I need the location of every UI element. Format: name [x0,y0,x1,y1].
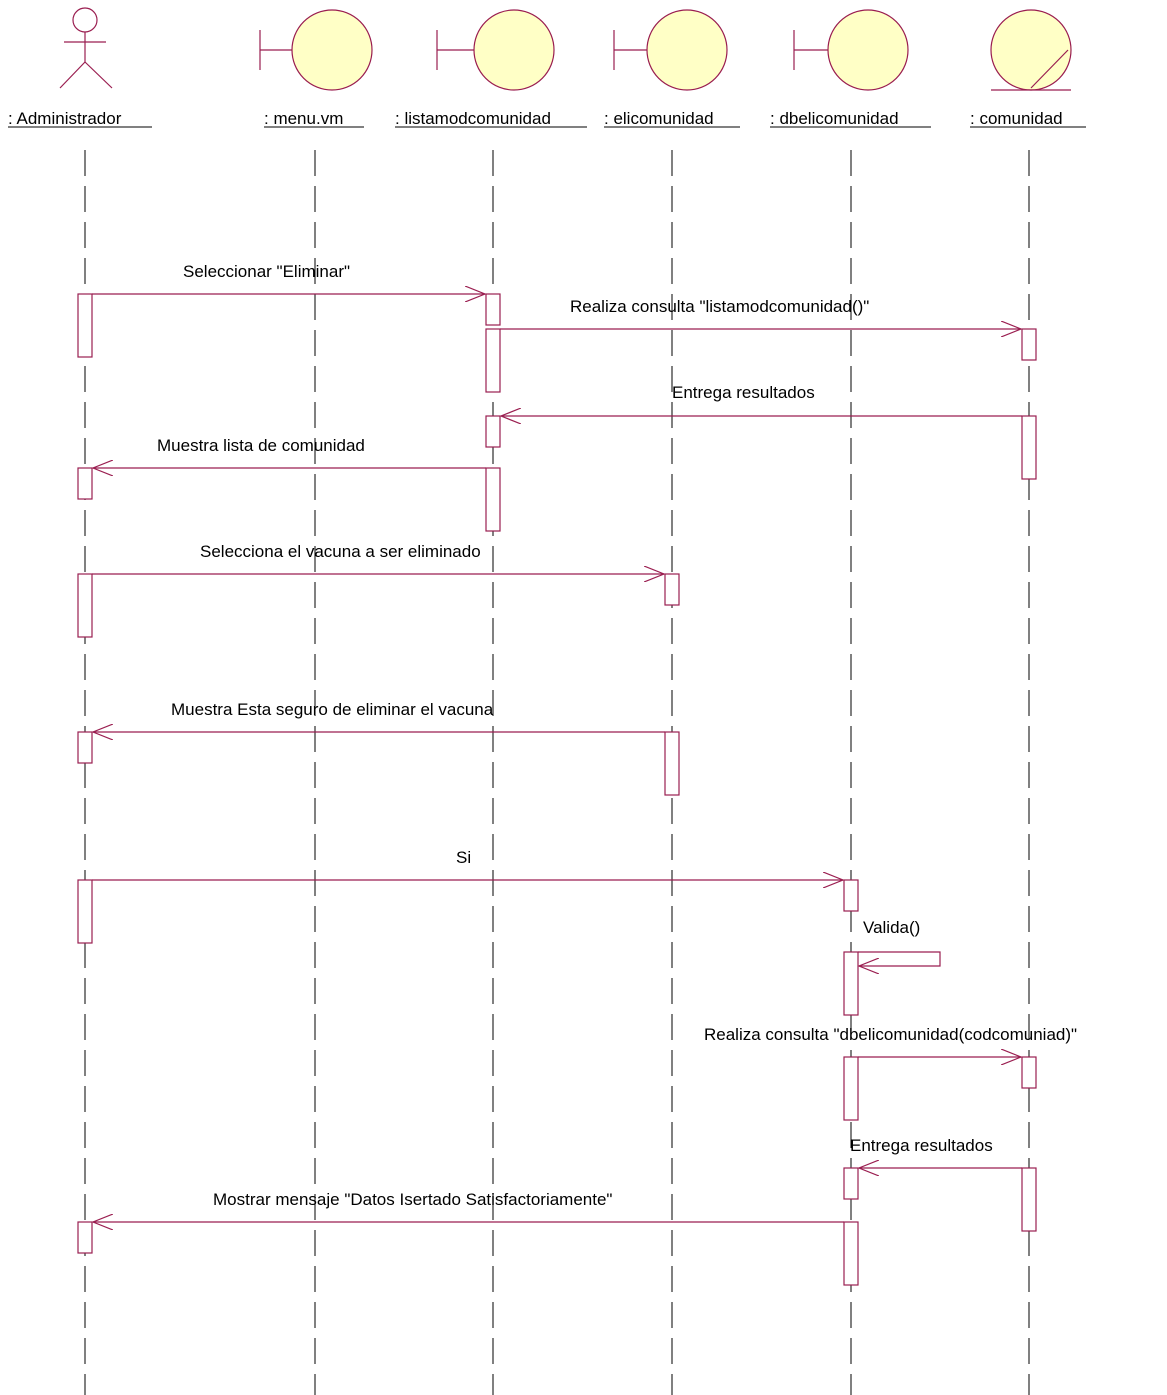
activation-bar [843,1221,859,1286]
message-labels: Seleccionar "Eliminar" Realiza consulta … [157,262,1077,1209]
message-label: Seleccionar "Eliminar" [183,262,350,281]
activation-bar [1021,1056,1037,1089]
activation-bar [77,731,93,764]
message-label: Entrega resultados [850,1136,993,1155]
message-label: Muestra Esta seguro de eliminar el vacun… [171,700,494,719]
activation-bar [77,573,93,638]
activation-bar [485,415,501,448]
activation-bar [77,879,93,944]
activation-bar [1021,1167,1037,1232]
message-label: Entrega resultados [672,383,815,402]
activation-bar [664,573,680,606]
boundary-icon [613,9,728,91]
participant-label-administrador: : Administrador [8,109,122,128]
activation-bar [77,293,93,358]
activation-bar [1021,415,1037,480]
activation-bar [77,467,93,500]
participant-label-menu: : menu.vm [264,109,343,128]
activation-bar [485,467,501,532]
message-label: Selecciona el vacuna a ser eliminado [200,542,481,561]
message-label: Mostrar mensaje "Datos Isertado Satisfac… [213,1190,612,1209]
activation-bar [843,1167,859,1200]
message-label: Si [456,848,471,867]
boundary-icon [793,9,909,91]
activation-bars [77,293,1037,1286]
self-message-arrow [858,951,941,966]
message-arrows [92,294,1022,1222]
boundary-icon [259,9,373,91]
message-label: Muestra lista de comunidad [157,436,365,455]
activation-bar [843,1056,859,1121]
participant-label-listamod: : listamodcomunidad [395,109,551,128]
activation-bar [77,1221,93,1254]
participant-label-dbelicom: : dbelicomunidad [770,109,899,128]
activation-bar [485,328,501,393]
activation-bar [1021,328,1037,361]
message-label: Realiza consulta "listamodcomunidad()" [570,297,869,316]
participant-labels: : Administrador : menu.vm : listamodcomu… [8,109,1086,128]
boundary-icon [436,9,555,91]
entity-icon [990,9,1072,91]
message-label: Realiza consulta "dbelicomunidad(codcomu… [704,1025,1077,1044]
activation-bar [485,293,501,326]
participant-label-elicom: : elicomunidad [604,109,714,128]
actor-icon [59,7,113,89]
message-label: Valida() [863,918,920,937]
activation-bar [664,731,680,796]
activation-bar [843,879,859,912]
participant-label-comunidad: : comunidad [970,109,1063,128]
activation-bar [843,951,859,1016]
